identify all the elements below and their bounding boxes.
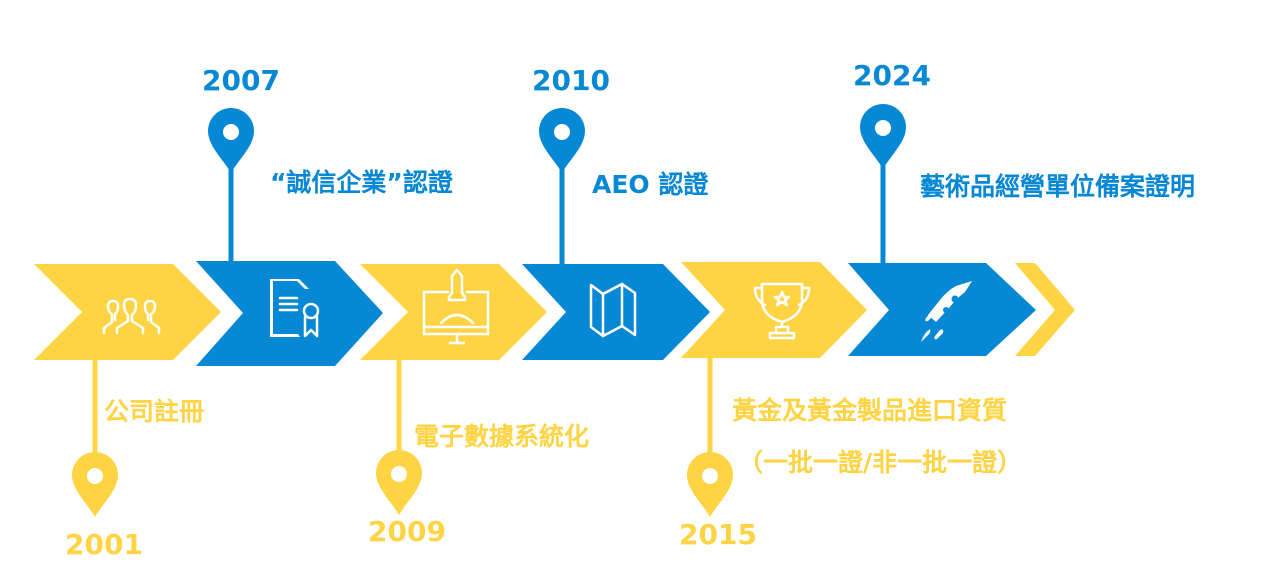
chevron-2009 [360, 264, 547, 360]
chevron-2007 [196, 261, 383, 366]
year-2010: 2010 [532, 64, 610, 97]
label-2009: 電子數據系統化 [414, 422, 590, 451]
label-2001: 公司註冊 [104, 397, 205, 426]
map-icon [589, 282, 637, 338]
trophy-icon [753, 282, 811, 340]
year-2001: 2001 [65, 528, 143, 561]
year-2024: 2024 [853, 59, 931, 92]
chevron-2001 [34, 264, 221, 360]
label-2024: 藝術品經營單位備案證明 [920, 172, 1196, 201]
map-pin-icon [376, 450, 422, 515]
year-2015: 2015 [679, 518, 757, 551]
label-2007: “誠信企業”認證 [270, 168, 453, 197]
label-2015: 黃金及黃金製品進口資質 [732, 396, 1008, 425]
year-2009: 2009 [368, 515, 446, 548]
chevron-end [1015, 263, 1075, 356]
monitor-rocket-icon [422, 268, 490, 345]
people-icon [102, 297, 161, 335]
chevron-2015 [681, 262, 867, 358]
year-2007: 2007 [202, 64, 280, 97]
map-pin-icon [860, 104, 906, 169]
certificate-icon [270, 279, 320, 338]
rocket-icon [921, 281, 972, 342]
map-pin-icon [539, 108, 585, 173]
label-2015-sub: （一批一證/非一批一證） [738, 448, 1023, 477]
chevron-2010 [522, 264, 710, 360]
map-pin-icon [687, 452, 733, 517]
map-pin-icon [208, 108, 254, 173]
label-2010: AEO 認證 [592, 170, 709, 199]
map-pin-icon [72, 452, 118, 517]
